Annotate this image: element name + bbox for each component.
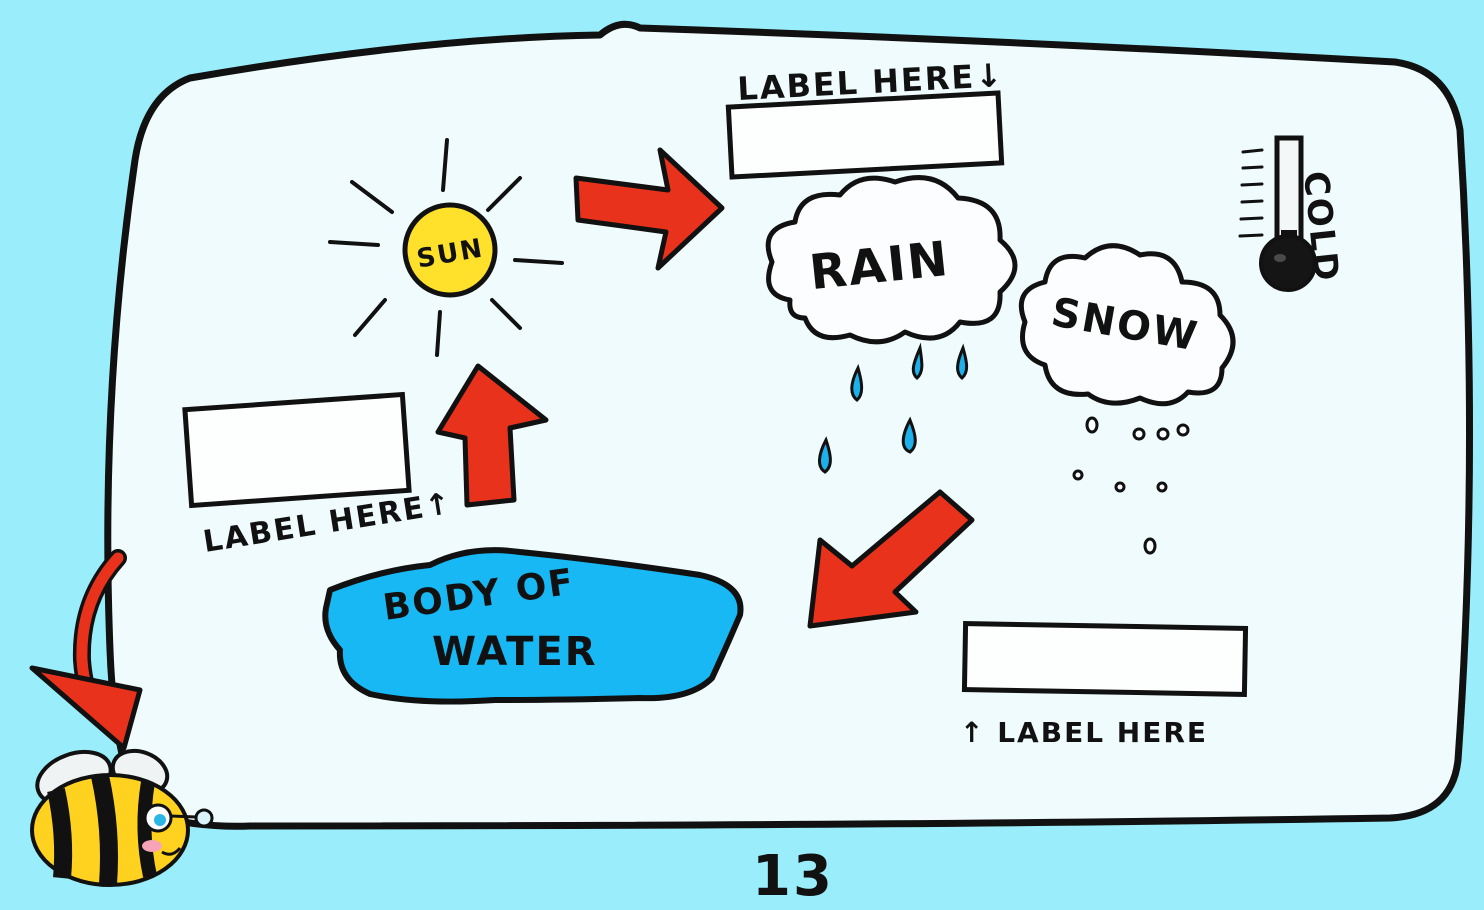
- sun: SUN: [402, 202, 498, 298]
- label-box-top[interactable]: [725, 90, 1005, 180]
- arrow-sun-to-rain: [573, 147, 725, 271]
- body-of-water: BODY OF WATER: [322, 547, 744, 705]
- raindrops: [818, 342, 969, 474]
- bee-mascot-icon: [30, 748, 214, 887]
- label-box-bottom[interactable]: [961, 621, 1249, 697]
- water-label-line2: WATER: [432, 629, 598, 675]
- arrow-rain-to-water: [807, 489, 975, 629]
- rain-cloud: RAIN: [765, 175, 1018, 345]
- snowflakes: [1072, 416, 1190, 555]
- snow-cloud: SNOW: [1018, 243, 1236, 407]
- page-number: 13: [752, 844, 834, 909]
- sun-rays: [328, 138, 564, 357]
- curved-arrow-to-bee: [29, 549, 143, 751]
- label-box-left[interactable]: [182, 391, 412, 509]
- label-hint-bottom: ↑ LABEL HERE: [960, 716, 1208, 749]
- arrow-water-to-sun: [435, 363, 549, 508]
- thermometer-icon: [1238, 135, 1317, 292]
